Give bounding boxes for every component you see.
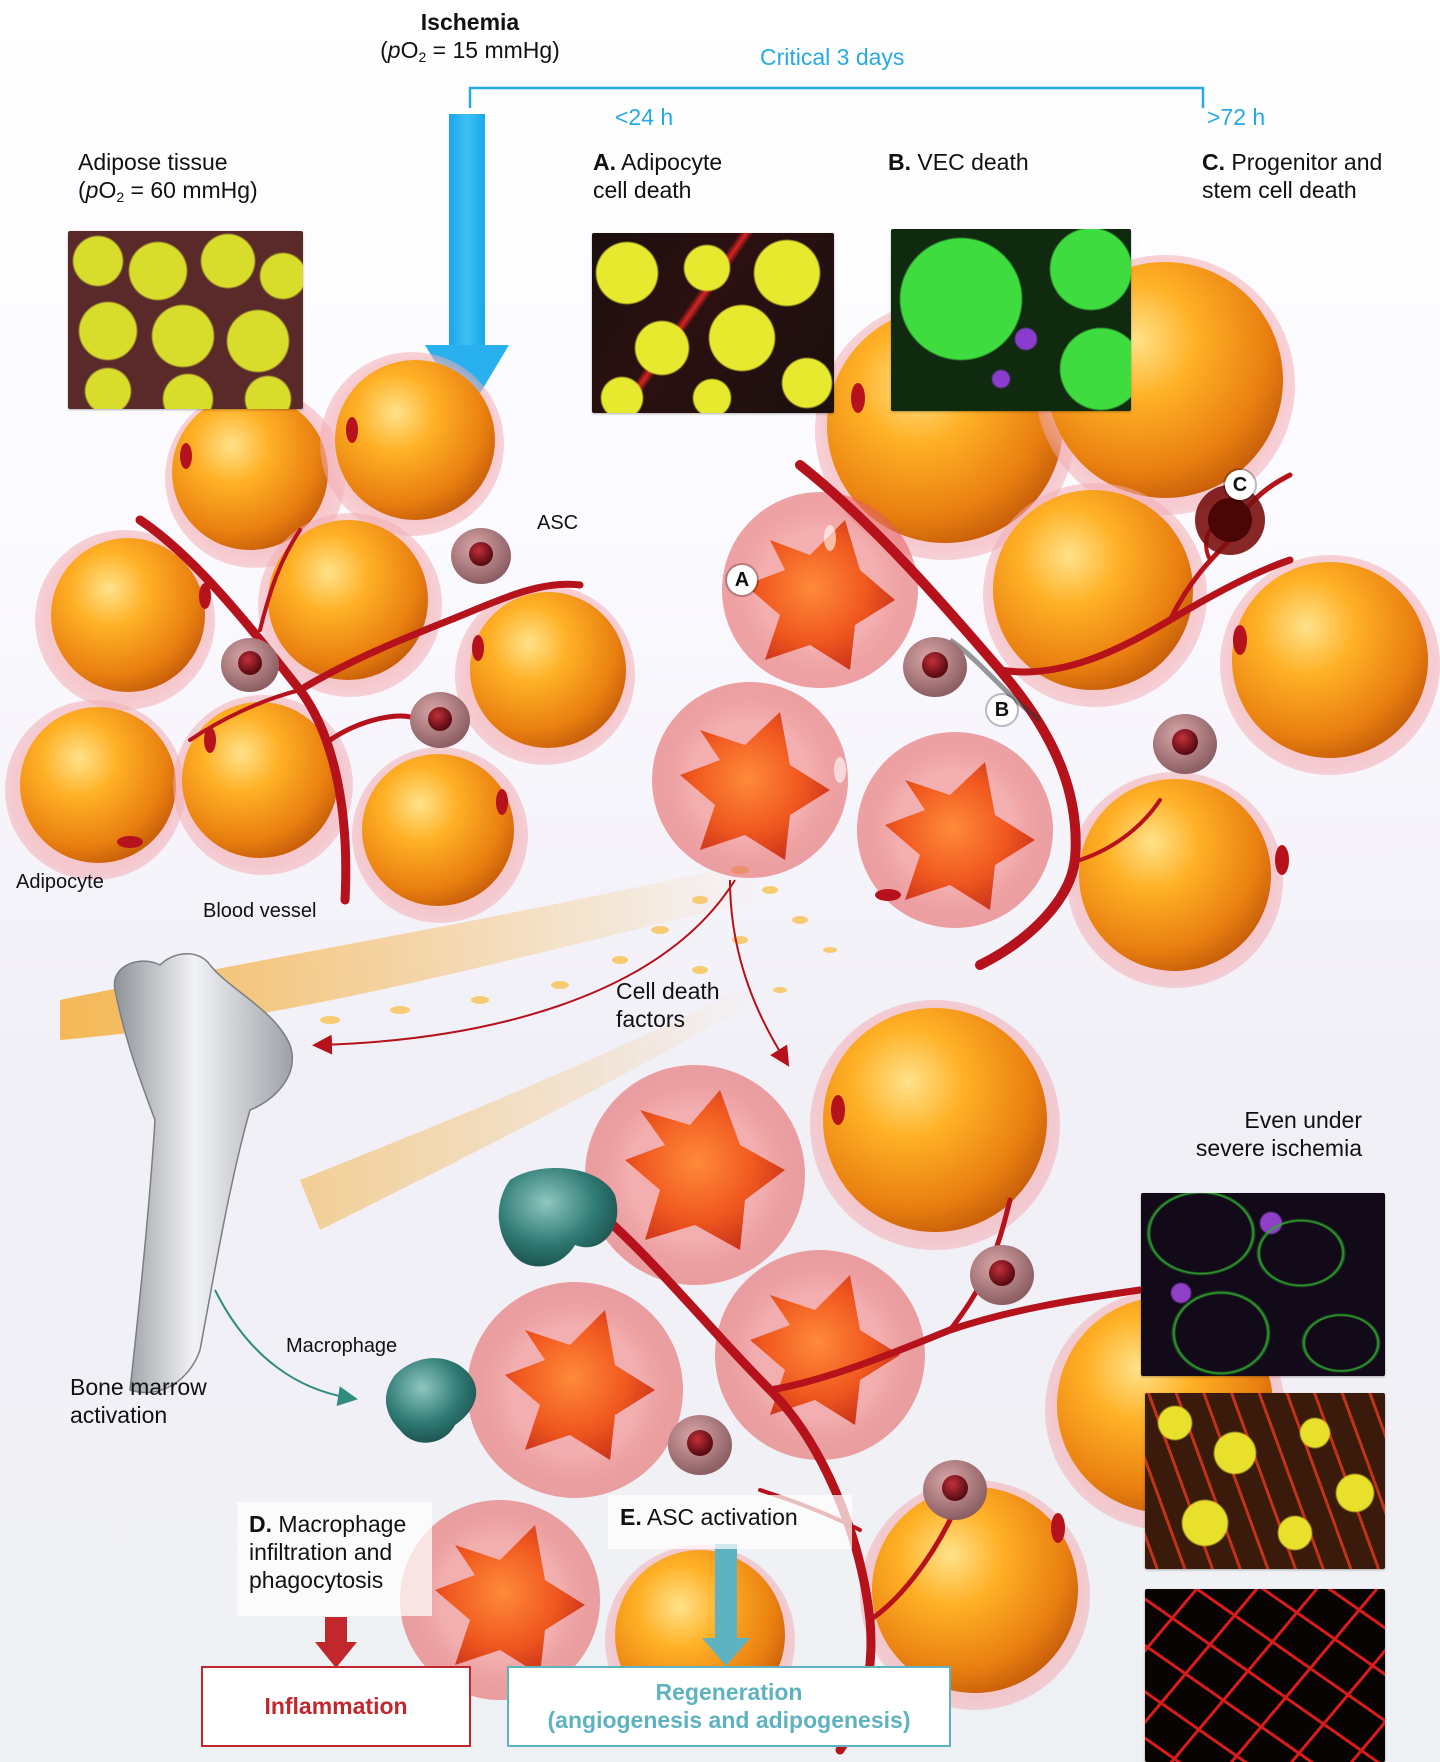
adipocyte	[1067, 772, 1289, 988]
even-under-ischemia-label: Even under severe ischemia	[1180, 1106, 1362, 1162]
asc-cell	[410, 692, 470, 748]
d-down-arrow	[315, 1617, 357, 1668]
timeline-bracket	[470, 88, 1203, 108]
dead-adipocyte	[857, 732, 1053, 928]
stage-b-label: B. VEC death	[888, 148, 1029, 176]
cell-death-factors-label: Cell death factors	[616, 977, 720, 1033]
asc-cell	[923, 1460, 987, 1520]
adipose-po2: (pO2 = 60 mmHg)	[78, 176, 258, 211]
dead-adipocyte	[652, 682, 848, 878]
asc-cell	[970, 1245, 1034, 1305]
marker-a: A	[727, 565, 757, 595]
femur-bone	[114, 954, 292, 1393]
timeline-start: <24 h	[615, 103, 673, 131]
asc-cell	[668, 1415, 732, 1475]
adipocyte	[5, 700, 185, 880]
ischemia-heading: Ischemia (pO2 = 15 mmHg)	[370, 8, 570, 71]
adipose-tissue-heading: Adipose tissue (pO2 = 60 mmHg)	[78, 148, 258, 211]
macrophage-cell	[386, 1358, 476, 1443]
timeline-end: >72 h	[1207, 103, 1265, 131]
ischemia-title: Ischemia	[370, 8, 570, 36]
outcome-d-label: D. Macrophage infiltration and phagocyto…	[237, 1502, 432, 1616]
adipose-tissue-micrograph	[68, 231, 303, 409]
adipose-title: Adipose tissue	[78, 148, 258, 176]
marker-b: B	[987, 695, 1017, 725]
adipocyte-death-micrograph	[592, 233, 834, 413]
cell-death-arrow-to-tissue	[730, 880, 785, 1060]
asc-cell	[221, 638, 279, 692]
dead-adipocyte	[467, 1282, 683, 1498]
ischemia-po2: (pO2 = 15 mmHg)	[370, 36, 570, 71]
ischemia-micrograph-2	[1145, 1393, 1385, 1569]
timeline-label: Critical 3 days	[760, 43, 904, 71]
blood-vessel-label: Blood vessel	[203, 900, 316, 923]
asc-cell	[903, 637, 967, 697]
adipocyte-label: Adipocyte	[16, 871, 104, 894]
inflammation-box: Inflammation	[201, 1666, 471, 1747]
adipocyte	[352, 747, 528, 923]
outcome-e-label: E. ASC activation	[608, 1495, 852, 1549]
macrophage-cell	[499, 1168, 618, 1266]
vec-death-micrograph	[891, 229, 1131, 411]
dead-adipocyte	[585, 1065, 805, 1285]
stage-a-label: A. Adipocyte cell death	[593, 148, 722, 204]
ischemia-micrograph-1	[1141, 1193, 1385, 1376]
regeneration-box: Regeneration (angiogenesis and adipogene…	[507, 1666, 951, 1747]
asc-cell	[451, 528, 511, 584]
adipocyte	[810, 1000, 1060, 1250]
adipocyte	[173, 695, 353, 875]
stage-c-label: C. Progenitor and stem cell death	[1202, 148, 1382, 204]
macrophage-label: Macrophage	[286, 1335, 397, 1358]
healthy-adipose-cluster	[5, 352, 635, 923]
adipocyte	[1220, 555, 1440, 775]
marker-c: C	[1225, 470, 1255, 500]
ischemia-micrograph-3	[1145, 1589, 1385, 1762]
adipocyte	[320, 352, 504, 536]
adipocyte	[455, 585, 635, 765]
asc-cell	[1153, 714, 1217, 774]
asc-label: ASC	[537, 512, 578, 535]
bone-marrow-label: Bone marrow activation	[70, 1373, 207, 1429]
